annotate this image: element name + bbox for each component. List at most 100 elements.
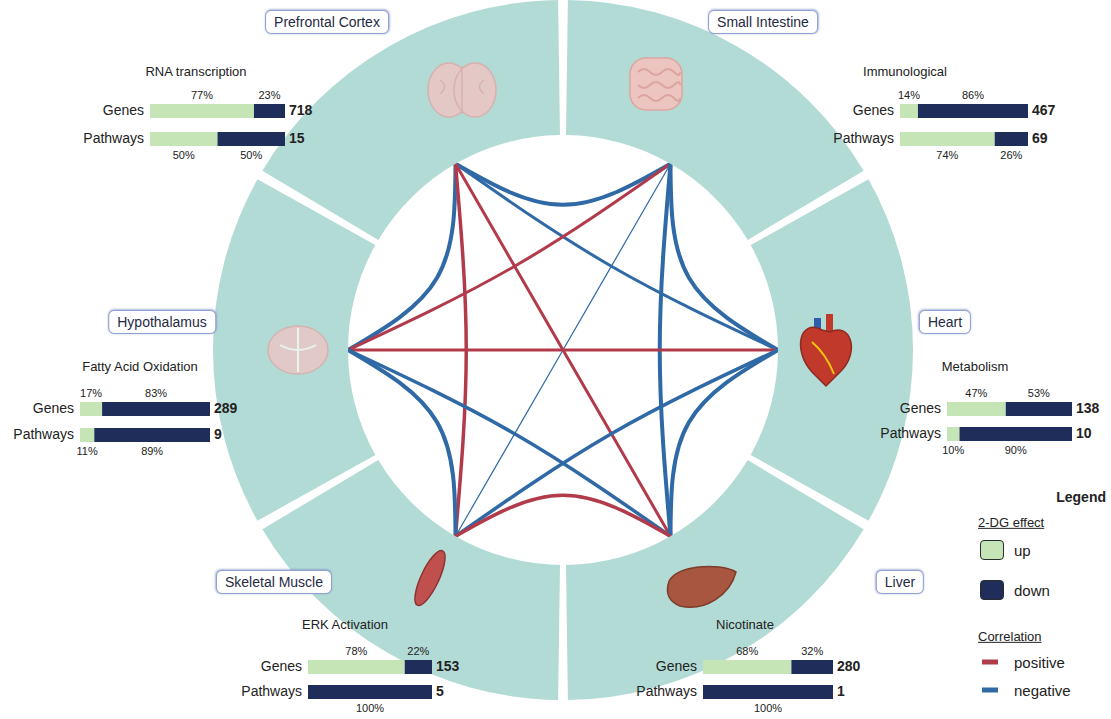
segment-fill [262,0,560,240]
segment-shape [566,0,864,240]
count-label: 467 [1032,103,1055,118]
bar-segment [80,428,94,442]
bar-segment [918,104,1028,118]
percent-label: 68% [736,645,758,657]
bar-segment [791,660,833,674]
count-label: 280 [837,659,860,674]
bar-segment [900,132,995,146]
count-label: 138 [1076,401,1099,416]
category-title: RNA transcription [145,65,246,79]
heart-icon [801,314,852,386]
bar-segment [1006,402,1072,416]
bar-segment [995,132,1028,146]
count-label: 153 [436,659,459,674]
tissue-segment: Small Intestine [566,0,864,240]
bar-segment [947,427,960,441]
legend-entry: positive [980,651,1065,673]
legend-text: negative [1014,682,1071,699]
percent-label: 26% [1000,149,1022,161]
legend-text: down [1014,582,1050,599]
count-label: 5 [436,684,444,699]
segment-fill [213,179,375,521]
segment-fill [566,460,864,700]
percent-label: 90% [1005,444,1027,456]
correlation-line [456,495,671,536]
row-label: Pathways [636,684,697,699]
category-title: Immunological [863,65,947,79]
count-label: 1 [837,684,845,699]
bar-segment [900,104,918,118]
row-label: Pathways [241,684,302,699]
bar-segment [94,428,210,442]
tissue-name: Heart [919,310,971,334]
legend-text: positive [1014,654,1065,671]
intestine-icon [630,58,682,110]
legend-heading: Legend [1056,490,1106,505]
legend-subheading: Correlation [978,630,1042,644]
bar-segment [218,132,286,146]
bar-segment [102,402,210,416]
legend-text: up [1014,542,1031,559]
percent-label: 23% [258,89,280,101]
percent-label: 78% [345,645,367,657]
percent-label: 11% [77,445,98,457]
brain-icon [428,63,496,117]
row-label: Genes [656,659,697,674]
bar-group [80,104,1072,699]
bar-segment [150,132,218,146]
legend-entry: negative [980,679,1071,701]
row-label: Pathways [880,426,941,441]
category-title: Fatty Acid Oxidation [82,360,198,374]
bar-segment [254,104,285,118]
percent-label: 74% [936,149,958,161]
count-label: 15 [289,131,305,146]
legend-subheading: 2-DG effect [978,516,1044,530]
count-label: 718 [289,103,312,118]
correlation-line [348,349,778,352]
row-label: Genes [33,401,74,416]
row-label: Genes [103,103,144,118]
category-title: Metabolism [942,360,1008,374]
percent-label: 47% [965,387,987,399]
legend-swatch [980,540,1004,560]
hypothalamus-icon [268,326,328,374]
percent-label: 22% [407,645,429,657]
count-label: 9 [214,427,222,442]
bar-segment [703,660,791,674]
legend-line-sample [980,652,1004,672]
bar-segment [150,104,254,118]
percent-label: 100% [754,702,782,714]
legend-entry: down [980,579,1050,601]
bar-segment [405,660,432,674]
liver-icon [668,566,737,607]
percent-label: 86% [962,89,984,101]
count-label: 10 [1076,426,1092,441]
percent-label: 89% [141,445,163,457]
muscle-icon [409,547,451,609]
legend-swatch [980,580,1004,600]
bar-segment [308,685,432,699]
tissue-name: Small Intestine [708,10,818,34]
category-title: ERK Activation [302,618,388,632]
percent-label: 17% [80,387,102,399]
percent-label: 53% [1028,387,1050,399]
legend-entry: up [980,539,1031,561]
correlation-line [456,164,671,205]
bar-segment [80,402,102,416]
row-label: Genes [900,401,941,416]
row-label: Pathways [833,131,894,146]
percent-label: 83% [145,387,167,399]
tissue-name: Liver [876,570,924,594]
legend-line-sample [980,680,1004,700]
percent-label: 77% [191,89,213,101]
bar-segment [703,685,833,699]
row-label: Genes [261,659,302,674]
bar-segment [947,402,1006,416]
bar-segment [308,660,405,674]
count-label: 289 [214,401,237,416]
percent-label: 50% [240,149,262,161]
percent-label: 14% [898,89,920,101]
segment-fill [566,0,864,240]
bar-segment [960,427,1073,441]
